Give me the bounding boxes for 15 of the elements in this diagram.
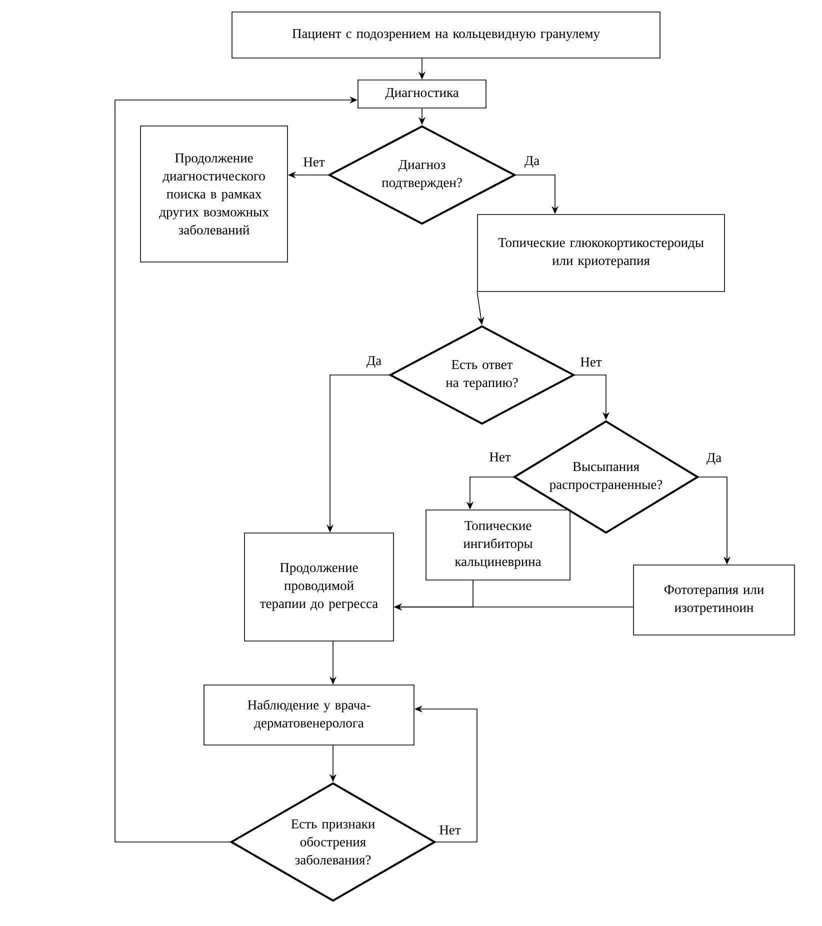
edge-label: Да (523, 155, 541, 169)
process-box: Топические ингибиторы кальциневрина (426, 510, 570, 580)
edge-label: Нет (302, 156, 326, 168)
process-box: Продолжение диагностического поиска в рамках других возможных заболеваний (140, 126, 288, 262)
process-box: Диагностика (358, 80, 486, 108)
process-box: Топические глюкокортикостероиды или криотерапия (477, 214, 725, 292)
process-box: Фототерапия или изотретиноин (633, 564, 795, 636)
edge-label: Нет (579, 356, 603, 368)
process-box: Пациент с подозрением на кольцевидную гранулему (232, 12, 660, 58)
edge-label: Да (705, 452, 723, 466)
process-box: Наблюдение у врача-дерматовенеролога (204, 684, 414, 746)
edge-label: Нет (438, 824, 462, 836)
process-box: Продолжение проводимой терапии до регресса (244, 532, 394, 642)
edge-label: Нет (488, 452, 512, 462)
edge-label: Да (365, 355, 383, 369)
